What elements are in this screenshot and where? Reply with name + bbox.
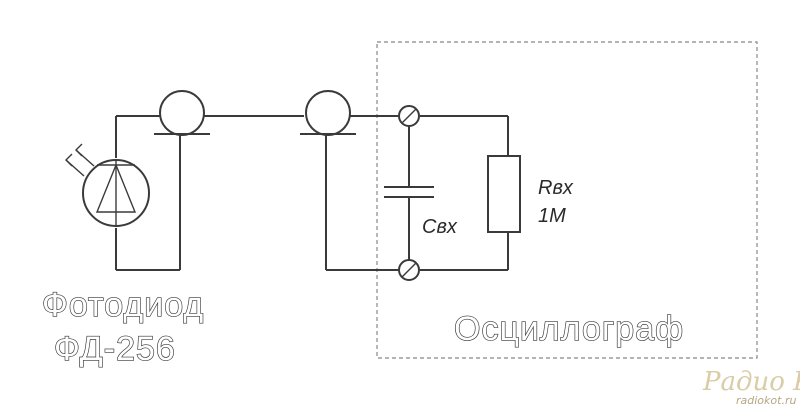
input-terminal-top [398,105,420,127]
watermark-site: radiokot.ru [736,394,796,407]
resistor-value: 1M [538,205,566,227]
oscilloscope-label: Осциллограф [454,310,684,348]
resistor-label: Rвх [538,177,574,199]
watermark-brand: Радио КОТ [702,367,800,397]
capacitor-label: Cвх [422,216,458,238]
input-resistor [487,116,521,270]
photodiode-name: Фотодиод [42,286,204,324]
coax-connector-2 [300,90,356,270]
input-terminal-bottom [398,259,420,281]
photodiode-symbol [82,159,150,227]
oscilloscope-boundary [376,41,758,359]
photodiode-model: ФД-256 [54,330,176,368]
input-capacitor [384,126,434,260]
coax-connector-1 [154,90,210,270]
light-arrows-icon [65,143,95,177]
